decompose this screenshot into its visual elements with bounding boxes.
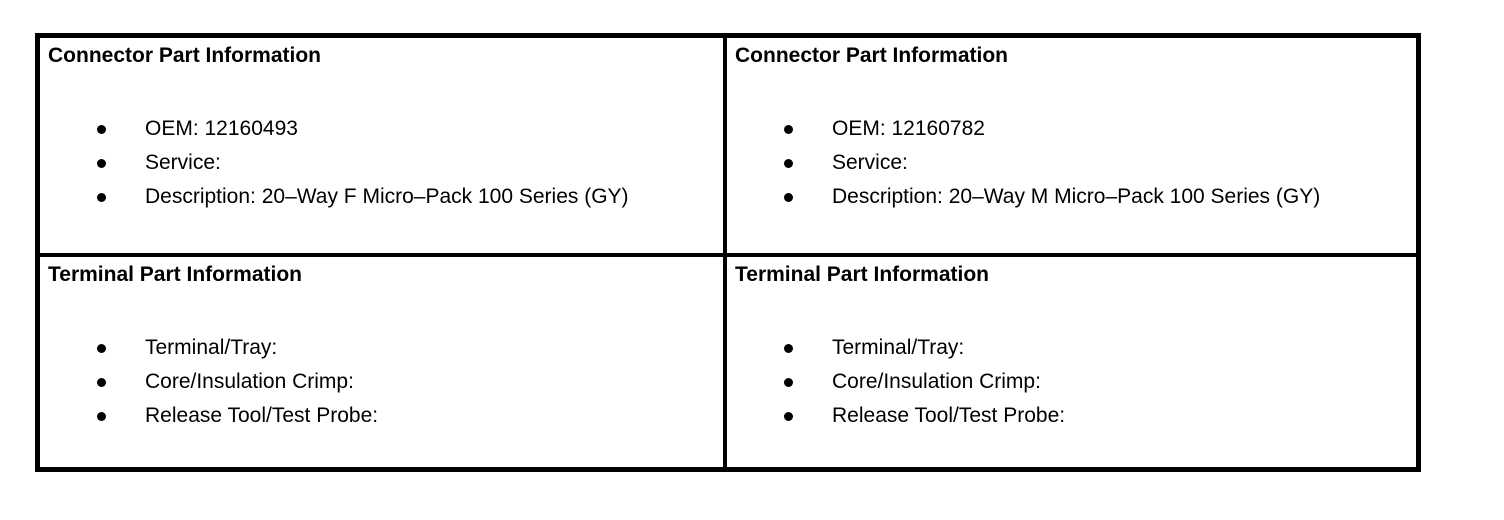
bullet-item: Core/Insulation Crimp: <box>48 365 715 399</box>
cell-title-terminal-left: Terminal Part Information <box>48 263 302 286</box>
cell-connector-part-info-right: Connector Part Information OEM: 12160782… <box>727 38 1416 257</box>
cell-title-connector-right: Connector Part Information <box>735 44 1009 67</box>
bullet-list-terminal-right: Terminal/Tray:Core/Insulation Crimp:Rele… <box>735 331 1408 433</box>
bullet-item: Description: 20–Way M Micro–Pack 100 Ser… <box>735 180 1408 214</box>
bullet-item: Release Tool/Test Probe: <box>48 399 715 433</box>
cell-title-terminal-right: Terminal Part Information <box>735 263 989 286</box>
part-information-table: Connector Part Information OEM: 12160493… <box>35 33 1421 472</box>
cell-terminal-part-info-left: Terminal Part Information Terminal/Tray:… <box>40 257 727 467</box>
bullet-list-terminal-left: Terminal/Tray:Core/Insulation Crimp:Rele… <box>48 331 715 433</box>
bullet-item: Terminal/Tray: <box>48 331 715 365</box>
bullet-item: Terminal/Tray: <box>735 331 1408 365</box>
bullet-item: Release Tool/Test Probe: <box>735 399 1408 433</box>
bullet-item: Service: <box>735 146 1408 180</box>
bullet-item: OEM: 12160782 <box>735 112 1408 146</box>
cell-title-connector-left: Connector Part Information <box>48 44 322 67</box>
bullet-item: Description: 20–Way F Micro–Pack 100 Ser… <box>48 180 715 214</box>
bullet-item: OEM: 12160493 <box>48 112 715 146</box>
bullet-item: Core/Insulation Crimp: <box>735 365 1408 399</box>
bullet-item: Service: <box>48 146 715 180</box>
cell-connector-part-info-left: Connector Part Information OEM: 12160493… <box>40 38 727 257</box>
cell-terminal-part-info-right: Terminal Part Information Terminal/Tray:… <box>727 257 1416 467</box>
